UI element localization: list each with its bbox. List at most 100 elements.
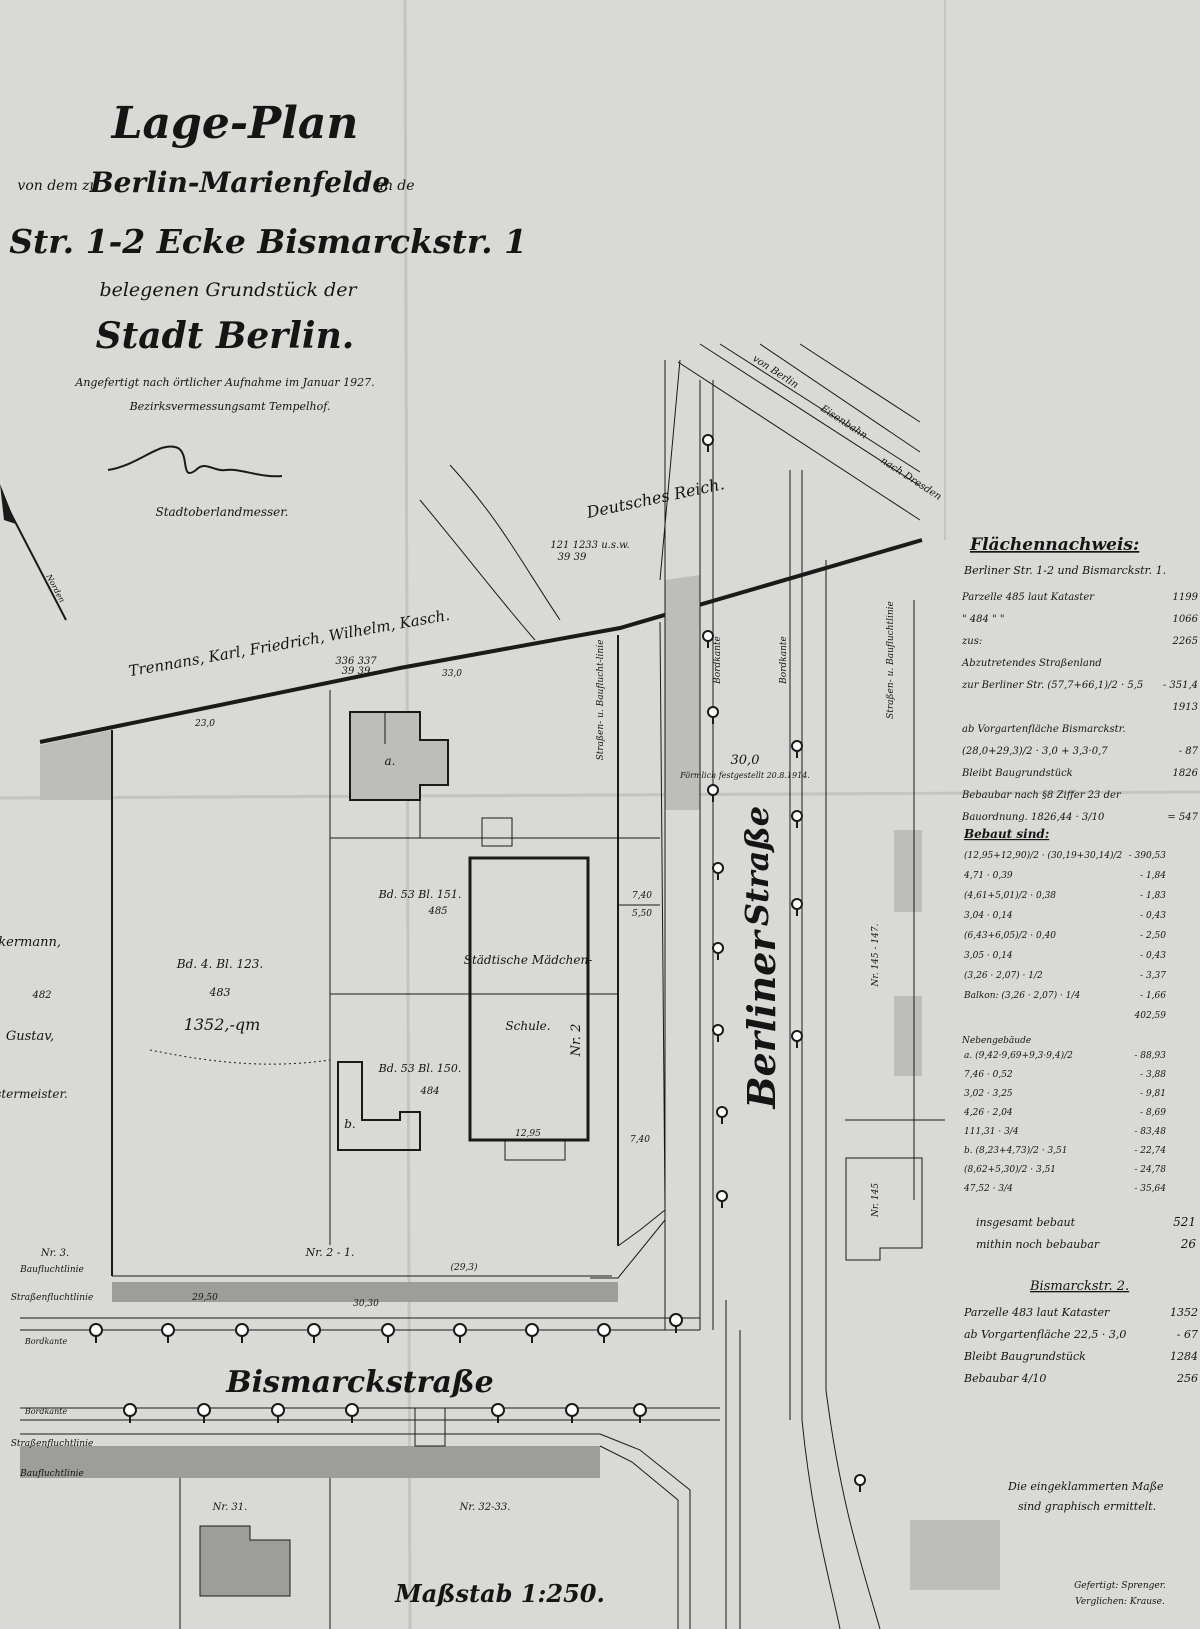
calc-row-label: 3,04 · 0,14 — [964, 911, 1013, 921]
calc-subheading: Berliner Str. 1-2 und Bismarckstr. 1. — [963, 564, 1166, 577]
dimension: 7,40 — [632, 891, 652, 901]
calc-row-value: 1826 — [1173, 768, 1199, 779]
title-owner: Stadt Berlin. — [96, 315, 355, 357]
tree-icon — [123, 1403, 137, 1423]
calc-row-value: - 35,64 — [1134, 1184, 1166, 1194]
tree-icon — [791, 1030, 803, 1048]
neben-heading: Nebengebäude — [961, 1036, 1031, 1046]
verglichen-label: Verglichen: Krause. — [1075, 1597, 1165, 1607]
dimension: 12,95 — [515, 1129, 541, 1139]
bebaut-rows: (12,95+12,90)/2 · (30,19+30,14)/2- 390,5… — [963, 850, 1166, 1021]
calc-row-label: Bauordnung. 1826,44 · 3/10 — [961, 812, 1105, 823]
parcel-bd4: Bd. 4. Bl. 123. — [176, 957, 263, 971]
calc-row-value: - 22,74 — [1134, 1146, 1166, 1156]
tree-icon — [271, 1403, 285, 1423]
title-line1-post: an de — [375, 178, 414, 194]
tree-icon — [161, 1323, 175, 1343]
tree-icon — [707, 784, 719, 802]
fold-line — [0, 790, 1200, 800]
street-trees — [89, 1313, 683, 1423]
parcel-labels: Bd. 4. Bl. 123. 483 1352,-qm Bd. 53 Bl. … — [0, 888, 881, 1513]
calc-row-value: - 67 — [1177, 1328, 1198, 1341]
calc-row-value: - 9,81 — [1140, 1089, 1166, 1099]
reich-label: Deutsches Reich. — [584, 474, 726, 522]
trennans-parcels: 336 337 — [335, 656, 377, 667]
title-line3: belegenen Grundstück der — [99, 279, 358, 301]
gefertigt-label: Gefertigt: Sprenger. — [1074, 1581, 1166, 1591]
reich-parcel-denoms: 39 39 — [558, 552, 587, 563]
house-number-32-33: Nr. 32-33. — [459, 1502, 511, 1513]
area-calculation: Flächennachweis: Berliner Str. 1-2 und B… — [961, 535, 1199, 1513]
tree-icon — [345, 1403, 359, 1423]
calc-row-value: 1284 — [1170, 1350, 1198, 1363]
calc-row-value: - 3,37 — [1140, 971, 1166, 981]
neighbor-parcel: 482 — [31, 990, 51, 1001]
tree-icon — [854, 1474, 866, 1492]
plan-title: Lage-Plan — [110, 98, 359, 149]
tree-icon — [791, 740, 803, 758]
title-block: Lage-Plan von dem zu Berlin-Marienfelde … — [0, 98, 527, 519]
fluchtlinie-label: Straßen- u. Bauflucht-linie — [596, 640, 606, 761]
calc-row-label: 4,71 · 0,39 — [963, 871, 1013, 881]
calc-row-label: Parzelle 485 laut Kataster — [961, 592, 1095, 603]
tree-icon — [712, 862, 724, 880]
tree-icon — [707, 706, 719, 724]
house-number-145-147: Nr. 145 - 147. — [871, 923, 881, 987]
tree-icon — [712, 1024, 724, 1042]
neighbor-building — [845, 1157, 923, 1261]
tree-icon — [633, 1403, 647, 1423]
dimension: 30,30 — [353, 1299, 379, 1309]
calc-row-label: Bleibt Baugrundstück — [963, 1350, 1086, 1363]
bebaut-heading: Bebaut sind: — [963, 827, 1049, 841]
street-trees — [702, 434, 866, 1492]
calc-row-label: (4,61+5,01)/2 · 0,38 — [964, 890, 1056, 901]
neighbor-building — [894, 996, 922, 1076]
calc-row-value: - 88,93 — [1134, 1051, 1166, 1061]
calc-row-label: zus: — [961, 636, 982, 647]
calc-row-value: - 390,53 — [1129, 851, 1167, 861]
calc-row-label: ab Vorgartenfläche 22,5 · 3,0 — [964, 1328, 1126, 1341]
calc-row-label: Bebaubar nach §8 Ziffer 23 der — [961, 790, 1122, 801]
calc-row-value: - 24,78 — [1134, 1165, 1166, 1175]
signature-mark — [107, 445, 283, 478]
calc-row-value: 1913 — [1173, 702, 1198, 713]
calc-row-value: 402,59 — [1134, 1011, 1167, 1021]
calc-row-label: (3,26 · 2,07) · 1/2 — [964, 970, 1043, 981]
tree-icon — [702, 434, 714, 452]
berliner-strasse: Berliner Straße Bordkante Bordkante Stra… — [596, 360, 896, 1629]
bismarck-heading: Bismarckstr. 2. — [1029, 1279, 1129, 1294]
calc-row-label: 4,26 · 2,04 — [963, 1108, 1013, 1118]
calc-row-label: (28,0+29,3)/2 · 3,0 + 3,3·0,7 — [962, 746, 1108, 757]
tree-icon — [791, 898, 803, 916]
calc-row-value: - 83,48 — [1134, 1127, 1166, 1137]
fluchtlinie-label-right: Straßen- u. Baufluchtlinie — [886, 601, 896, 719]
calc-row-label: Balkon: (3,26 · 2,07) · 1/4 — [963, 990, 1080, 1001]
tree-icon — [307, 1323, 321, 1343]
tree-icon — [453, 1323, 467, 1343]
northern-boundary — [39, 538, 923, 744]
insgesamt-label: insgesamt bebaut — [976, 1216, 1076, 1229]
title-note2: Bezirksvermessungsamt Tempelhof. — [129, 400, 331, 413]
scale-label: Maßstab 1:250. — [394, 1579, 605, 1608]
vorgarten-strip-south — [20, 1446, 600, 1478]
house-number-3: Nr. 3. — [40, 1248, 69, 1259]
school-label: Schule. — [505, 1019, 550, 1033]
line-label-bordkante: Bordkante — [24, 1337, 68, 1346]
signature-role: Stadtoberlandmesser. — [156, 505, 289, 519]
calc-row-value: 1352 — [1170, 1306, 1198, 1319]
calc-row-label: zur Berliner Str. (57,7+66,1)/2 · 5,5 — [961, 680, 1143, 691]
building-a-label: a. — [385, 754, 396, 768]
building-b-label: b. — [344, 1117, 356, 1131]
dimension: 33,0 — [442, 669, 462, 679]
title-line2: rliner Str. 1-2 Ecke Bismarckstr. 1 — [0, 222, 527, 261]
calc-row-value: - 0,43 — [1140, 911, 1166, 921]
tree-icon — [491, 1403, 505, 1423]
calc-row-label: a. (9,42·9,69+9,3·9,4)/2 — [964, 1050, 1073, 1061]
neighbor-name: ckermann, — [0, 935, 61, 950]
calc-row-label: 3,05 · 0,14 — [964, 951, 1013, 961]
calc-row-label: ab Vorgartenfläche Bismarckstr. — [962, 724, 1126, 735]
tree-icon — [702, 630, 714, 648]
parcel-484: 484 — [419, 1086, 439, 1097]
